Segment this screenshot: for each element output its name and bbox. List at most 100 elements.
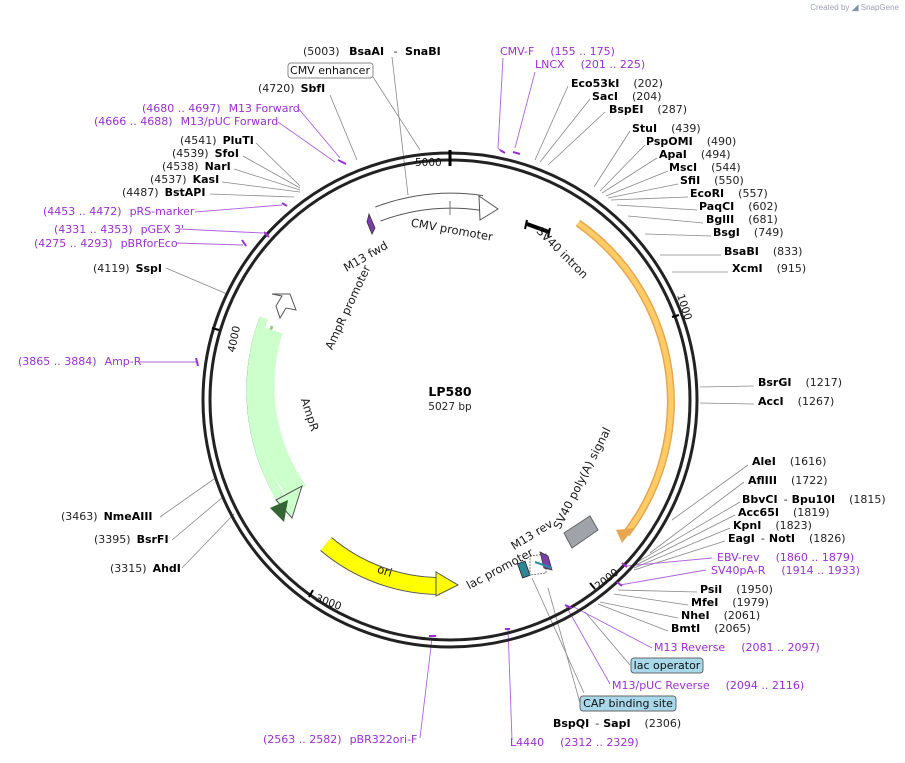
site-stui-name: StuI <box>632 122 657 135</box>
site-sspi: (4119)SspI <box>93 262 162 275</box>
site-bglii: BglII(681) <box>706 213 778 226</box>
primer-mark-sv40pa <box>616 581 623 587</box>
box-cmv-enhancer-text: CMV enhancer <box>290 64 370 77</box>
leader-nmeaiii <box>159 478 215 518</box>
site-sfii-pos: (550) <box>714 174 744 187</box>
ori-arrowhead <box>435 571 460 597</box>
label-ampr: AmpR <box>298 396 322 433</box>
sv40-polya-box <box>563 515 599 549</box>
primer-pgex-range: (4331 .. 4353) <box>54 223 133 236</box>
sv40-intron-bar <box>526 222 550 234</box>
primer-mark-pgex <box>263 231 270 238</box>
primer-cmv-f: CMV-F(155 .. 175) <box>500 45 615 58</box>
leader-cap-site <box>547 587 581 704</box>
site-apai-pos: (494) <box>701 148 731 161</box>
site-bsrfi-name: BsrFI <box>137 533 169 546</box>
site-bsgi: BsgI(749) <box>713 226 784 239</box>
primer-sv40pa-r-range: (1914 .. 1933) <box>781 564 860 577</box>
label-sv40-polya: SV40 poly(A) signal <box>550 425 613 531</box>
site-bpu10i-name: Bpu10I <box>792 493 836 506</box>
leader-eagi <box>633 540 726 571</box>
site-eco53ki-pos: (202) <box>633 77 663 90</box>
leader-paqci <box>616 204 698 211</box>
site-acci-pos: (1267) <box>798 395 835 408</box>
site-stui-pos: (439) <box>671 122 701 135</box>
site-bmti-name: BmtI <box>671 622 700 635</box>
site-sfoi-pos: (4539) <box>172 147 209 160</box>
primer-pbr322ori-name: pBR322ori-F <box>350 733 418 746</box>
site-mfei-pos: (1979) <box>732 596 769 609</box>
primer-mark-amp <box>195 357 199 367</box>
cmv-promoter-fill <box>375 193 484 221</box>
leader-m13puc-reverse <box>565 605 611 685</box>
site-kasi: (4537)KasI <box>150 173 219 186</box>
leader-bstapi <box>209 193 295 198</box>
primer-m13puc-forward-range: (4666 .. 4688) <box>94 115 173 128</box>
label-sv40-intron: SV40 intron <box>534 224 591 281</box>
site-stui: StuI (439) <box>632 122 701 135</box>
left-sites: (5003) BsaAI - SnaBI (4720)SbfI (4541)Pl… <box>61 45 441 575</box>
leader-m13puc-forward <box>277 121 336 163</box>
primer-m13puc-forward: (4666 .. 4688)M13/pUC Forward <box>94 115 278 128</box>
site-bsrgi-name: BsrGI <box>758 376 791 389</box>
site-bsaai: (5003) BsaAI - SnaBI <box>303 45 441 58</box>
site-bsrfi-pos: (3395) <box>94 533 131 546</box>
site-nhei-pos: (2061) <box>724 609 761 622</box>
site-msci-pos: (544) <box>711 161 741 174</box>
ruler-label-4000: 4000 <box>226 325 243 354</box>
box-cmv-enhancer-bg <box>287 62 374 79</box>
primer-sv40pa-r: SV40pA-R (1914 .. 1933) <box>711 564 860 577</box>
site-bstapi-name: BstAPI <box>165 186 206 199</box>
plasmid-length: 5027 bp <box>428 401 472 413</box>
primer-ebv-rev-name: EBV-rev <box>717 551 760 564</box>
leader-eco53ki <box>534 85 569 161</box>
plasmid-name: LP580 <box>428 384 472 399</box>
snapgene-credit[interactable]: Created by ◢ SnapGene <box>810 2 899 13</box>
site-bspei-name: BspEI <box>609 103 643 116</box>
site-bspqi-name: BspQI <box>553 717 589 730</box>
leader-ebv-rev <box>625 557 713 567</box>
site-mfei: MfeI(1979) <box>691 596 769 609</box>
leader-sbfi <box>329 94 358 161</box>
leader-afliii <box>649 481 745 554</box>
tick-2000 <box>589 582 596 590</box>
primer-cmv-f-name: CMV-F <box>500 45 534 58</box>
site-msci-name: MscI <box>669 161 697 174</box>
primer-prs-marker-name: pRS-marker <box>130 205 195 218</box>
site-acc65i-pos: (1819) <box>793 506 830 519</box>
site-sapi-name: SapI <box>603 717 630 730</box>
site-nmeaiii: (3463)NmeAIII <box>61 510 153 523</box>
primer-m13-forward: (4680 .. 4697)M13 Forward <box>142 102 300 115</box>
box-lac-operator-bg <box>630 657 704 674</box>
box-lac-operator-text: lac operator <box>634 659 701 672</box>
ori-fill <box>320 537 441 594</box>
site-bbvci-name: BbvCI <box>742 493 778 506</box>
leader-bmti <box>597 603 669 632</box>
box-lac-operator: lac operator <box>630 657 704 674</box>
primer-labels: CMV-F(155 .. 175) LNCX(201 .. 225) (4680… <box>18 45 860 749</box>
leader-kpni <box>633 527 731 569</box>
site-sspi-name: SspI <box>136 262 162 275</box>
site-bsabi-pos: (833) <box>773 245 803 258</box>
primer-pbrforeco: (4275 .. 4293)pBRforEco <box>34 237 178 250</box>
leader-pluti <box>255 142 301 187</box>
site-eagi-pos: (1826) <box>809 532 846 545</box>
primer-lncx: LNCX(201 .. 225) <box>535 58 645 71</box>
site-saci-pos: (204) <box>632 90 662 103</box>
primer-sv40pa-r-name: SV40pA-R <box>711 564 766 577</box>
orange-orf-fill <box>576 220 674 536</box>
site-eco53ki: Eco53kI (202) <box>571 77 663 90</box>
leader-saci <box>539 98 591 163</box>
leader-stui <box>593 130 631 188</box>
primer-lncx-range: (201 .. 225) <box>581 58 646 71</box>
right-sites: Eco53kI(202) SacI(204) BspEI(287) StuI(4… <box>553 77 886 730</box>
site-eagi-sep: - <box>761 532 765 545</box>
primer-amp-r-name: Amp-R <box>105 355 142 368</box>
leader-alei <box>671 464 749 521</box>
site-eco53ki-name: Eco53kI <box>571 77 619 90</box>
site-ecori-pos: (557) <box>738 187 768 200</box>
ampr-dark-arc <box>246 316 291 511</box>
ruler-label-1000: 1000 <box>674 293 694 322</box>
leader-psii <box>617 589 698 593</box>
